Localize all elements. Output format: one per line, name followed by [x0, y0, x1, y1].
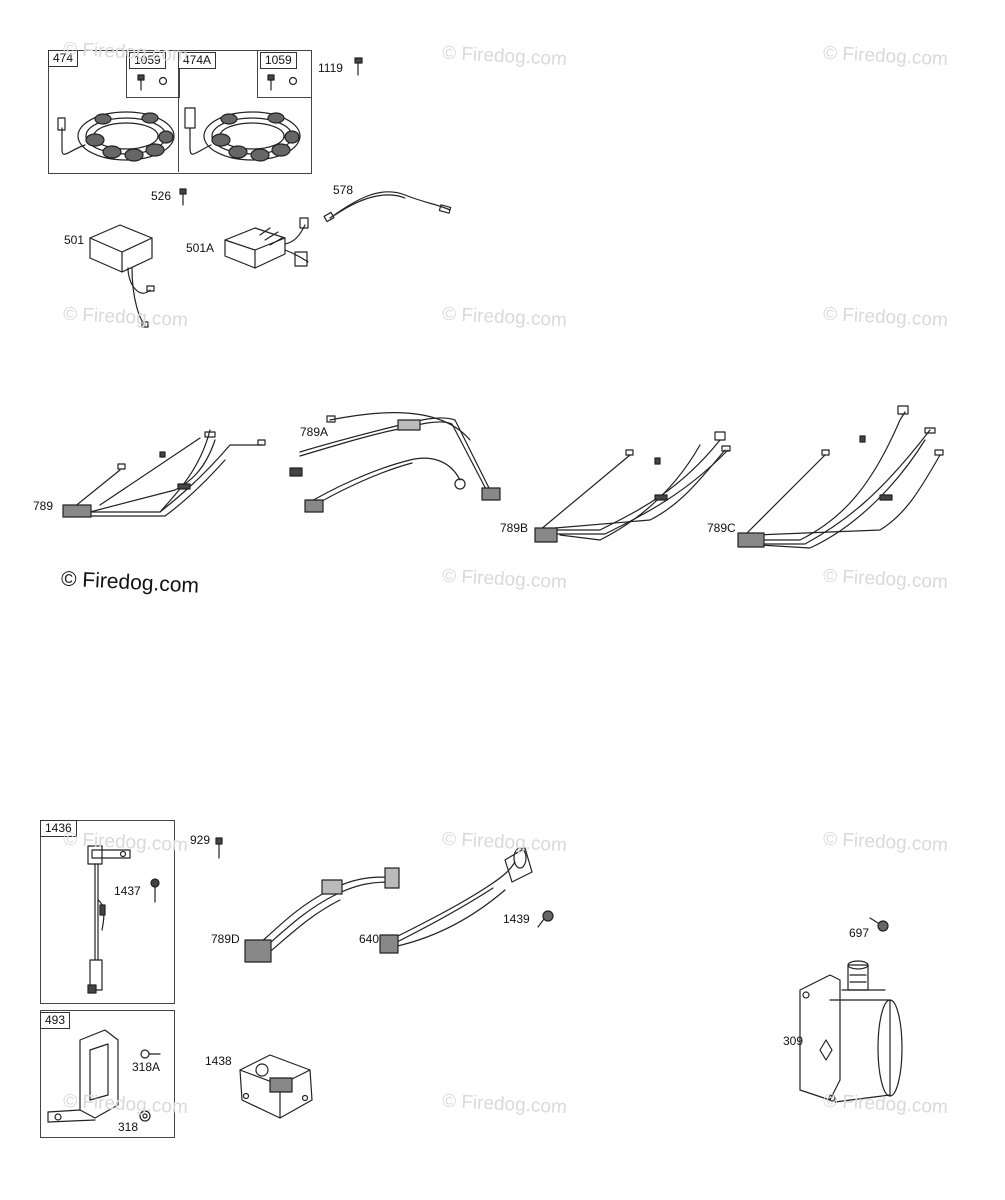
alternator-stator-474A — [184, 107, 301, 162]
regulator-501 — [89, 224, 155, 328]
harness-789B — [534, 431, 731, 543]
part-label-1438: 1438 — [205, 1054, 232, 1068]
screw-1059a — [137, 74, 168, 91]
part-label-789: 789 — [33, 499, 54, 513]
box-label-1059a: 1059 — [129, 52, 166, 69]
bolt-1439 — [537, 910, 554, 928]
frame-1059a — [126, 50, 180, 98]
screw-1059b — [267, 74, 298, 91]
part-label-1439: 1439 — [503, 912, 530, 926]
box-label-474: 474 — [48, 50, 79, 67]
part-label-1119: 1119 — [318, 61, 343, 75]
bolt-318A — [140, 1049, 161, 1059]
starter-motor-309 — [799, 960, 903, 1103]
frame-474-group — [48, 50, 312, 174]
sensor-640 — [379, 847, 533, 954]
alternator-stator-474 — [57, 111, 175, 162]
cable-578 — [323, 191, 452, 223]
frame-1059b — [257, 50, 312, 98]
part-label-526: 526 — [151, 189, 172, 203]
harness-789C — [737, 405, 944, 549]
bracket-1436 — [87, 845, 131, 994]
box-label-493: 493 — [40, 1012, 71, 1029]
part-label-501A: 501A — [186, 241, 215, 255]
part-label-578: 578 — [333, 183, 354, 197]
bolt-1119 — [354, 57, 363, 76]
nut-318 — [139, 1110, 151, 1122]
frame-493 — [40, 1010, 175, 1138]
frame-1436 — [40, 820, 175, 1004]
box-label-1059b: 1059 — [260, 52, 297, 69]
part-label-789B: 789B — [500, 521, 529, 535]
box-label-1436: 1436 — [40, 820, 77, 837]
harness-789 — [62, 429, 266, 518]
part-label-929: 929 — [190, 833, 211, 847]
part-label-789A: 789A — [300, 425, 329, 439]
bracket-493 — [47, 1029, 119, 1123]
bolt-929 — [215, 837, 223, 859]
bolt-697 — [869, 917, 889, 932]
part-label-501: 501 — [64, 233, 85, 247]
harness-789A — [289, 412, 501, 513]
box-label-474A: 474A — [178, 52, 217, 69]
frame-474-divider — [178, 50, 179, 172]
regulator-501A — [224, 217, 309, 269]
part-label-309: 309 — [783, 1034, 804, 1048]
part-label-318A: 318A — [132, 1060, 161, 1074]
part-label-697: 697 — [849, 926, 870, 940]
part-label-789D: 789D — [211, 932, 240, 946]
screw-526 — [179, 188, 187, 206]
part-label-1437: 1437 — [114, 884, 141, 898]
harness-789D — [244, 867, 400, 963]
part-label-318: 318 — [118, 1120, 139, 1134]
part-label-640: 640 — [359, 932, 380, 946]
screw-1437 — [150, 878, 160, 903]
module-1438 — [239, 1054, 313, 1119]
part-label-789C: 789C — [707, 521, 736, 535]
